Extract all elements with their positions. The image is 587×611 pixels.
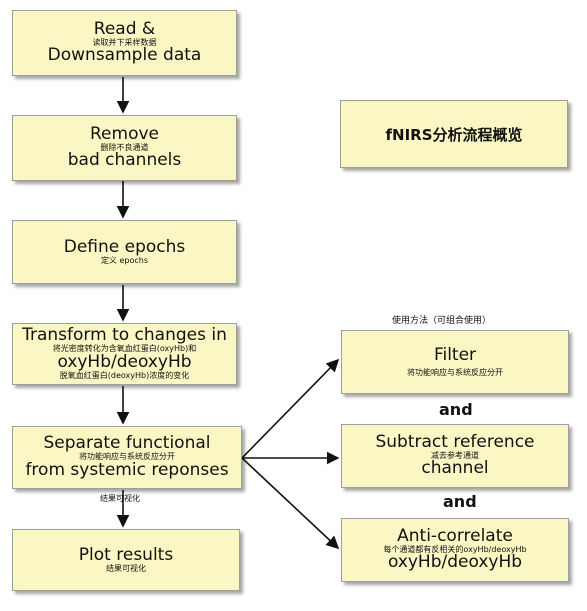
method-subtitle: 每个通道都有反相关的oxyHb/deoxyHb [383,544,527,554]
step-title-line: Downsample data [47,45,202,66]
step-transform: Transform to changes in 将光密度转化为含氧血红蛋白(ox… [12,323,237,385]
step-title-line: from systemic reponses [25,459,229,480]
method-title-line: Filter [433,344,477,365]
step-subtitle: 将功能响应与系统反应分开 [79,452,175,462]
step-define-epochs: Define epochs 定义 epochs [12,220,237,284]
method-title-line: Subtract reference [375,431,535,452]
usage-label: 使用方法（可组合使用） [392,316,492,326]
step-subtitle-line: 脱氧血红蛋白(deoxyHb)浓度的变化 [59,370,190,380]
method-filter: Filter 将功能响应与系统反应分开 [341,330,569,394]
and-connector-2: and [443,492,477,511]
step-subtitle-line: 将光密度转化为含氧血红蛋白(oxyHb)和 [52,344,197,354]
step-remove-bad-channels: Remove 删除不良通道 bad channels [12,115,237,181]
arrow-to-filter [241,358,340,459]
step-subtitle: 结果可视化 [106,563,146,573]
step-subtitle: 定义 epochs [100,255,149,265]
step-title-line: oxyHb/deoxyHb [57,352,192,372]
overview-title: fNIRS分析流程概览 [385,125,523,144]
step-title-line: Transform to changes in [22,325,227,346]
step-title-line: Read & [93,18,156,39]
step-subtitle: 删除不良通道 [100,142,149,152]
step-plot-results: Plot results 结果可视化 [12,529,240,591]
method-title-line: channel [421,458,489,479]
method-anti-correlate: Anti-correlate 每个通道都有反相关的oxyHb/deoxyHb o… [341,518,569,582]
method-subtitle: 减去参考通道 [431,450,479,460]
step-title-line: Separate functional [43,433,211,454]
method-subtract-reference: Subtract reference 减去参考通道 channel [341,424,569,488]
arrow-label-plot: 结果可视化 [100,494,140,503]
step-title-line: Plot results [78,544,174,565]
overview-title-box: fNIRS分析流程概览 [340,100,568,168]
method-title-line: oxyHb/deoxyHb [387,552,523,573]
step-title-line: bad channels [67,150,182,171]
and-connector-1: and [439,400,473,419]
method-title-line: Anti-correlate [397,525,513,546]
step-separate-functional: Separate functional 将功能响应与系统反应分开 from sy… [12,426,242,489]
step-read-downsample: Read & 读取并下采样数据 Downsample data [12,10,237,76]
step-title-line: Remove [90,123,159,144]
method-subtitle: 将功能响应与系统反应分开 [407,367,503,377]
step-title-line: Define epochs [63,236,186,257]
step-subtitle: 读取并下采样数据 [92,37,157,47]
arrow-to-anticorrelate [241,457,340,550]
